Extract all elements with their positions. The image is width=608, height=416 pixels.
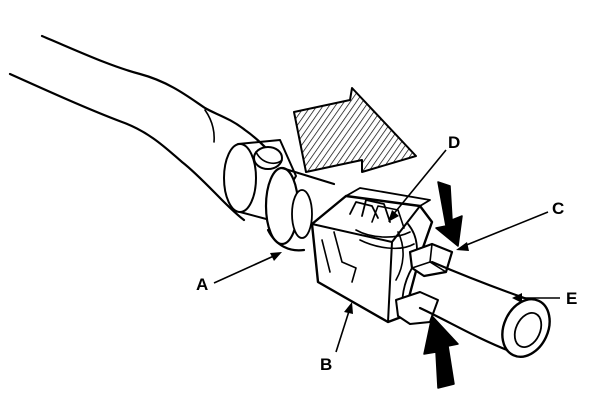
leader-b-head — [344, 302, 353, 314]
push-direction-arrow — [293, 87, 417, 173]
connector-housing — [310, 187, 434, 324]
leader-e-head — [512, 293, 522, 303]
release-tab — [408, 242, 454, 278]
leader-a-head — [270, 252, 282, 261]
hose-collar — [223, 139, 297, 221]
leader-a — [213, 254, 277, 284]
callout-e: E — [566, 289, 577, 308]
hose-body — [8, 34, 272, 222]
pipe — [418, 260, 551, 358]
pinch-arrow-upper — [435, 181, 463, 247]
leader-d-head — [388, 210, 399, 222]
leader-c-head — [456, 242, 469, 251]
pinch-arrow-lower — [423, 315, 459, 389]
leader-c — [463, 211, 549, 247]
callout-a: A — [196, 275, 208, 294]
leader-d — [391, 149, 447, 217]
callout-c: C — [552, 199, 564, 218]
leader-lines — [213, 149, 560, 353]
callout-b: B — [320, 355, 332, 374]
connector-ring — [264, 166, 336, 252]
leader-b — [335, 307, 351, 353]
callout-d: D — [448, 133, 460, 152]
